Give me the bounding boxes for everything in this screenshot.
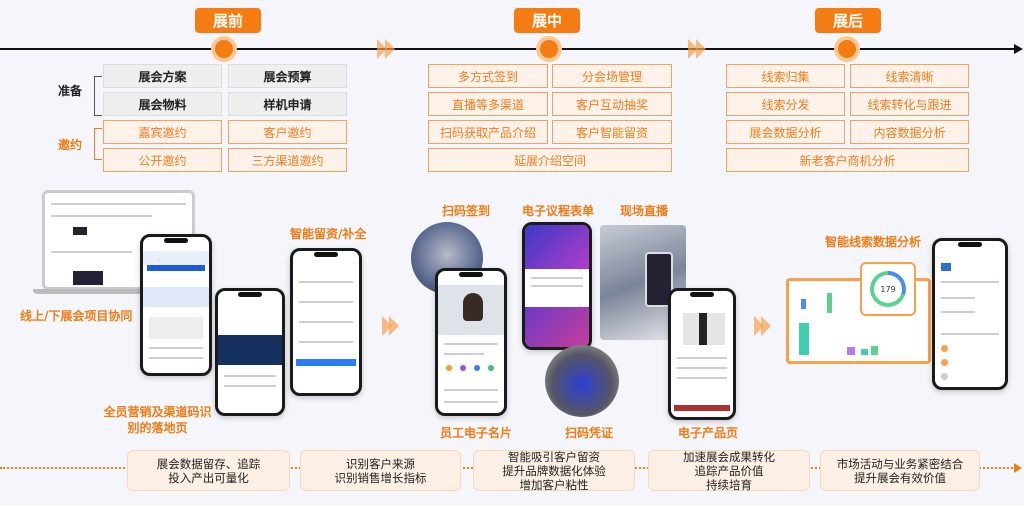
channel-page-phone [215,288,285,416]
bracket [94,128,102,160]
group-label-invite: 邀约 [58,138,83,152]
during-item: 扫码获取产品介绍 [428,120,548,144]
donut-value: 179 [874,275,902,303]
benefits-arrow-icon [1014,463,1022,473]
caption-scan-voucher: 扫码凭证 [565,426,614,440]
caption-online-offline: 线上/下展会项目协同 [20,309,133,323]
during-item: 分会场管理 [552,64,672,88]
post-item: 展会数据分析 [726,120,845,144]
caption-product-page: 电子产品页 [678,426,739,440]
stage-during-dot [540,40,558,58]
benefit-line: 投入产出可量化 [168,470,249,485]
benefit-line: 智能吸引客户留资 [508,449,600,464]
stage-post-badge: 展后 [815,8,881,33]
benefit-line: 市场活动与业务紧密结合 [836,456,964,471]
group-label-prepare: 准备 [58,84,83,98]
pre-item: 样机申请 [228,92,347,116]
benefit-line: 增加客户粘性 [519,477,589,492]
during-item: 直播等多渠道 [428,92,548,116]
benefit-line: 展会数据留存、追踪 [156,456,261,471]
pre-item: 三方渠道邀约 [228,148,347,172]
caption-lead-analytics: 智能线索数据分析 [825,235,922,249]
benefit-line: 提升品牌数据化体验 [502,463,606,478]
benefit-box: 加速展会成果转化追踪产品价值持续培育 [648,449,810,492]
lead-form-phone [290,248,362,396]
post-item-wide: 新老客户商机分析 [726,148,969,172]
chevron-right-icon [382,316,404,336]
post-item: 内容数据分析 [850,120,969,144]
benefit-box: 展会数据留存、追踪投入产出可量化 [127,450,290,491]
pre-item: 公开邀约 [103,148,222,172]
benefit-line: 加速展会成果转化 [683,449,775,464]
caption-smart-leads: 智能留资/补全 [290,227,367,241]
timeline-arrow-icon [1014,44,1023,54]
business-card-phone [435,268,507,416]
bracket [94,76,102,116]
benefit-line: 持续培育 [706,477,752,492]
benefit-line: 识别销售增长指标 [334,470,427,485]
pre-item: 嘉宾邀约 [103,120,222,144]
benefit-line: 追踪产品价值 [694,463,764,478]
benefit-line: 提升展会有效价值 [854,470,946,485]
chevron-right-icon [377,39,399,59]
timeline [0,48,1016,50]
donut-chart: 179 [870,271,906,307]
pre-item: 展会物料 [103,92,222,116]
post-item: 线索转化与跟进 [850,92,969,116]
caption-agenda-form: 电子议程表单 [522,204,595,218]
agenda-form-phone [522,222,592,350]
laptop-base [33,289,203,294]
pre-item: 客户邀约 [228,120,347,144]
caption-business-card: 员工电子名片 [440,426,513,440]
during-item: 客户互动抽奖 [552,92,672,116]
donut-card: 179 [860,262,916,316]
benefit-box: 智能吸引客户留资提升品牌数据化体验增加客户粘性 [473,449,635,492]
caption-live: 现场直播 [620,204,669,218]
pre-item: 展会预算 [228,64,347,88]
post-item: 线索清晰 [850,64,969,88]
stage-during-badge: 展中 [514,8,580,33]
benefit-box: 识别客户来源识别销售增长指标 [300,450,461,491]
benefit-line: 识别客户来源 [346,456,415,471]
post-item: 线索归集 [726,64,845,88]
during-item: 多方式签到 [428,64,548,88]
product-page-phone [668,288,736,420]
pre-item: 展会方案 [103,64,222,88]
lead-stats-phone [932,238,1008,390]
post-item: 线索分发 [726,92,845,116]
caption-scan-checkin: 扫码签到 [442,204,491,218]
during-item-wide: 延展介绍空间 [428,148,672,172]
during-item: 客户智能留资 [552,120,672,144]
stage-pre-dot [215,40,233,58]
chevron-right-icon [754,316,776,336]
scan-voucher-photo [545,345,619,417]
stage-pre-badge: 展前 [195,8,261,33]
benefit-box: 市场活动与业务紧密结合提升展会有效价值 [820,450,980,491]
landing-page-phone [140,234,212,376]
caption-line: 全员营销及渠道码识 [103,405,212,419]
caption-line: 别的落地页 [127,421,188,435]
chevron-right-icon [688,39,710,59]
stage-post-dot [838,40,856,58]
caption-landing-page: 全员营销及渠道码识别的落地页 [100,404,215,436]
